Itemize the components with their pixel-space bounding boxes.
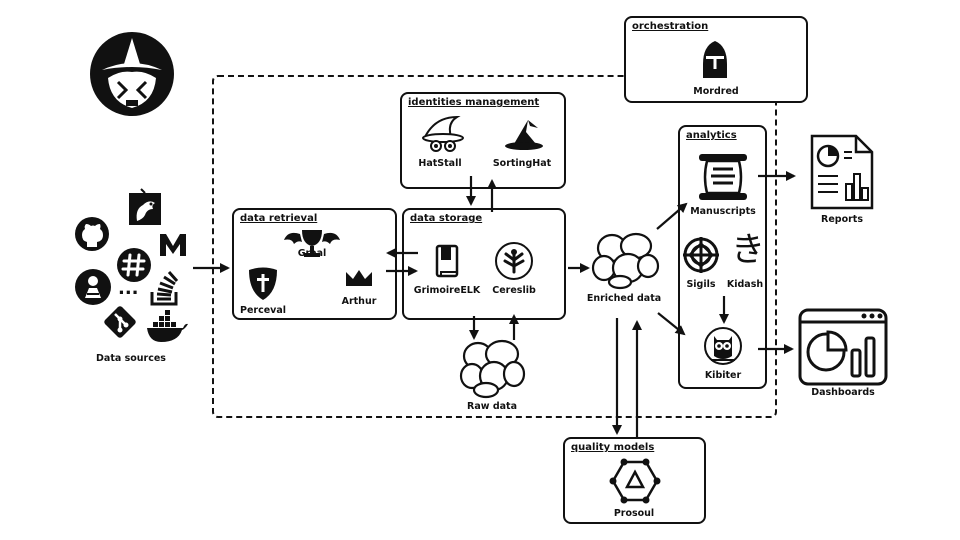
data-storage-title: data storage [410,213,483,224]
kibiter-label: Kibiter [704,370,742,381]
data-retrieval-title: data retrieval [240,213,318,224]
sigils-label: Sigils [686,279,716,290]
grimoirelab-boundary [212,75,777,418]
identities-title: identities management [408,97,540,108]
data-retrieval-group: data retrieval [232,208,397,320]
slack-icon [117,248,151,282]
data-sources-label: Data sources [96,353,166,364]
data-storage-group: data storage [402,208,566,320]
github-icon [75,217,109,251]
crown-icon [346,270,372,286]
reports-label: Reports [821,214,863,225]
quality-models-title: quality models [571,442,655,453]
winged-grail-icon [284,230,340,257]
prosoul-label: Prosoul [613,508,655,519]
sortinghat-label: SortingHat [492,158,552,169]
mordred-label: Mordred [693,86,739,97]
arrow-enriched-to-kibiter [657,312,686,336]
witch-hat-icon [505,120,543,150]
grimoireelk-label: GrimoireELK [413,285,481,296]
plant-badge-icon [495,242,533,280]
owl-icon [704,327,742,365]
bugzilla-icon [129,188,161,225]
book-icon [435,244,459,278]
arrow-enriched-to-manuscripts [656,202,688,230]
sources-ellipsis: ... [118,278,139,299]
grimoirelab-logo-icon [90,32,174,116]
enriched-data-label: Enriched data [586,293,662,304]
hiragana-icon: き [731,230,765,270]
knight-helmet-icon [703,41,727,78]
arthur-label: Arthur [341,296,377,307]
graal-label: Graal [297,248,327,259]
gmail-m-icon [160,234,186,256]
quality-models-group: quality models [563,437,706,524]
shield-sword-icon [249,267,277,300]
raw-data-label: Raw data [467,401,517,412]
hexagon-network-icon [609,458,661,504]
orchestration-title: orchestration [632,21,709,32]
browser-chart-icon [798,308,888,386]
kidash-label: Kidash [726,279,764,290]
perceval-label: Perceval [239,305,287,316]
docker-icon [147,310,188,342]
analytics-title: analytics [686,130,737,141]
enriched-data-blob-icon [591,232,660,290]
jenkins-icon [75,269,111,305]
cereslib-label: Cereslib [492,285,536,296]
raw-data-blob-icon [459,339,526,399]
manuscripts-label: Manuscripts [690,206,756,217]
scroll-icon [699,154,747,200]
orchestration-group: orchestration [624,16,808,103]
stackoverflow-icon [150,271,179,306]
celtic-knot-icon [683,237,719,273]
git-icon [104,306,136,338]
wizard-hat-glasses-icon [422,115,464,152]
dashboards-label: Dashboards [811,387,875,398]
hatstall-label: HatStall [418,158,462,169]
document-chart-icon [810,134,874,210]
